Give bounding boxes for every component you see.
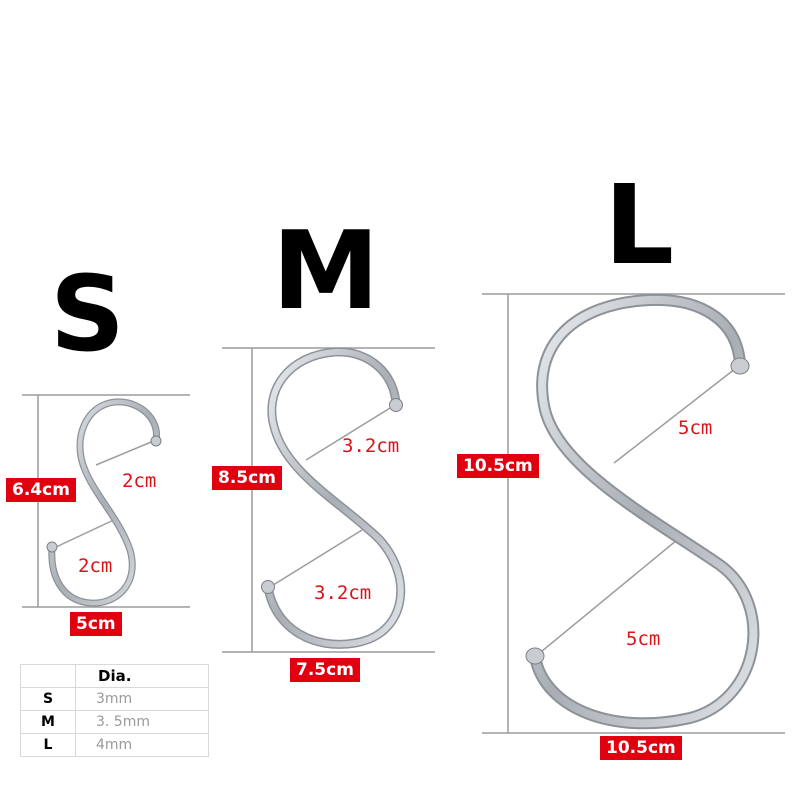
size-letter-s: S [50,253,125,375]
gap-label-m-top: 3.2cm [342,435,400,457]
table-row: M 3. 5mm [20,710,209,734]
hook-large [525,293,760,730]
width-label-l: 10.5cm [600,736,682,760]
table-row: S 3mm [20,687,209,711]
gap-label-m-bottom: 3.2cm [314,582,372,604]
guide-lines [22,293,785,734]
table-header-row: Dia. [20,664,209,688]
height-label-l: 10.5cm [457,454,539,478]
table-row: L 4mm [20,733,209,757]
width-label-s: 5cm [70,612,122,636]
gap-label-s-top: 2cm [122,470,157,492]
size-letter-l: L [604,161,675,289]
table-cell-dia: 3mm [75,687,209,711]
table-cell-dia: 3. 5mm [75,710,209,734]
hook-medium [261,347,406,649]
height-label-s: 6.4cm [6,478,76,502]
table-cell-size: L [20,733,76,757]
table-cell-size: S [20,687,76,711]
size-letter-m: M [272,209,380,334]
diameter-table: Dia. S 3mm M 3. 5mm L 4mm [20,664,209,757]
hook-small [46,398,162,607]
gap-label-l-bottom: 5cm [626,628,661,650]
table-cell-dia: 4mm [75,733,209,757]
width-label-m: 7.5cm [290,658,360,682]
gap-label-s-bottom: 2cm [78,555,113,577]
table-header-dia: Dia. [75,664,209,688]
gap-label-l-top: 5cm [678,417,713,439]
table-cell-size: M [20,710,76,734]
table-header-empty [20,664,76,688]
height-label-m: 8.5cm [212,466,282,490]
